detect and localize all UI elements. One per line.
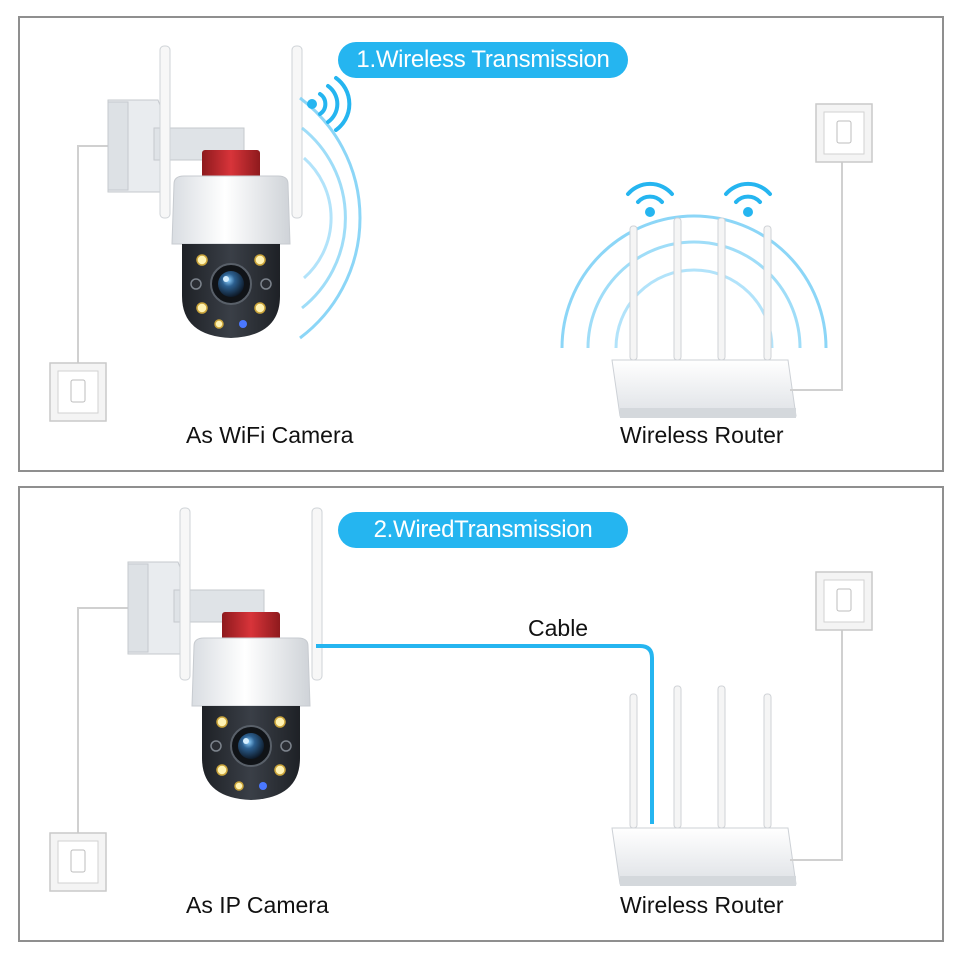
wireless-scene bbox=[49, 45, 873, 422]
wifi-camera-label: As WiFi Camera bbox=[186, 422, 354, 448]
wall-outlet-icon bbox=[815, 103, 873, 163]
router-power-wire bbox=[790, 628, 843, 861]
wireless-router-label: Wireless Router bbox=[620, 422, 784, 448]
wifi-signal-icon bbox=[626, 181, 674, 219]
wireless-transmission-panel: 1.Wireless Transmission As bbox=[18, 16, 944, 472]
network-cable bbox=[316, 644, 654, 824]
camera-icon bbox=[127, 507, 323, 801]
wifi-signal-icon bbox=[307, 76, 352, 132]
camera-power-wire bbox=[77, 607, 148, 838]
wired-transmission-panel: 2.WiredTransmission Cable As IP Camera W… bbox=[18, 486, 944, 942]
camera-icon bbox=[107, 45, 303, 339]
wireless-title-badge: 1.Wireless Transmission bbox=[338, 42, 628, 78]
ip-camera-label: As IP Camera bbox=[186, 892, 329, 918]
wireless-router-label: Wireless Router bbox=[620, 892, 784, 918]
router-icon bbox=[611, 685, 797, 887]
wall-outlet-icon bbox=[49, 832, 107, 892]
camera-wifi-waves bbox=[299, 96, 362, 340]
router-icon bbox=[611, 217, 797, 419]
wired-title-badge: 2.WiredTransmission bbox=[338, 512, 628, 548]
cable-label: Cable bbox=[528, 615, 589, 641]
wall-outlet-icon bbox=[49, 362, 107, 422]
wired-scene bbox=[49, 507, 873, 892]
router-power-wire bbox=[790, 158, 843, 391]
router-wifi-waves bbox=[560, 214, 828, 349]
wall-outlet-icon bbox=[815, 571, 873, 631]
wifi-signal-icon bbox=[724, 181, 772, 219]
